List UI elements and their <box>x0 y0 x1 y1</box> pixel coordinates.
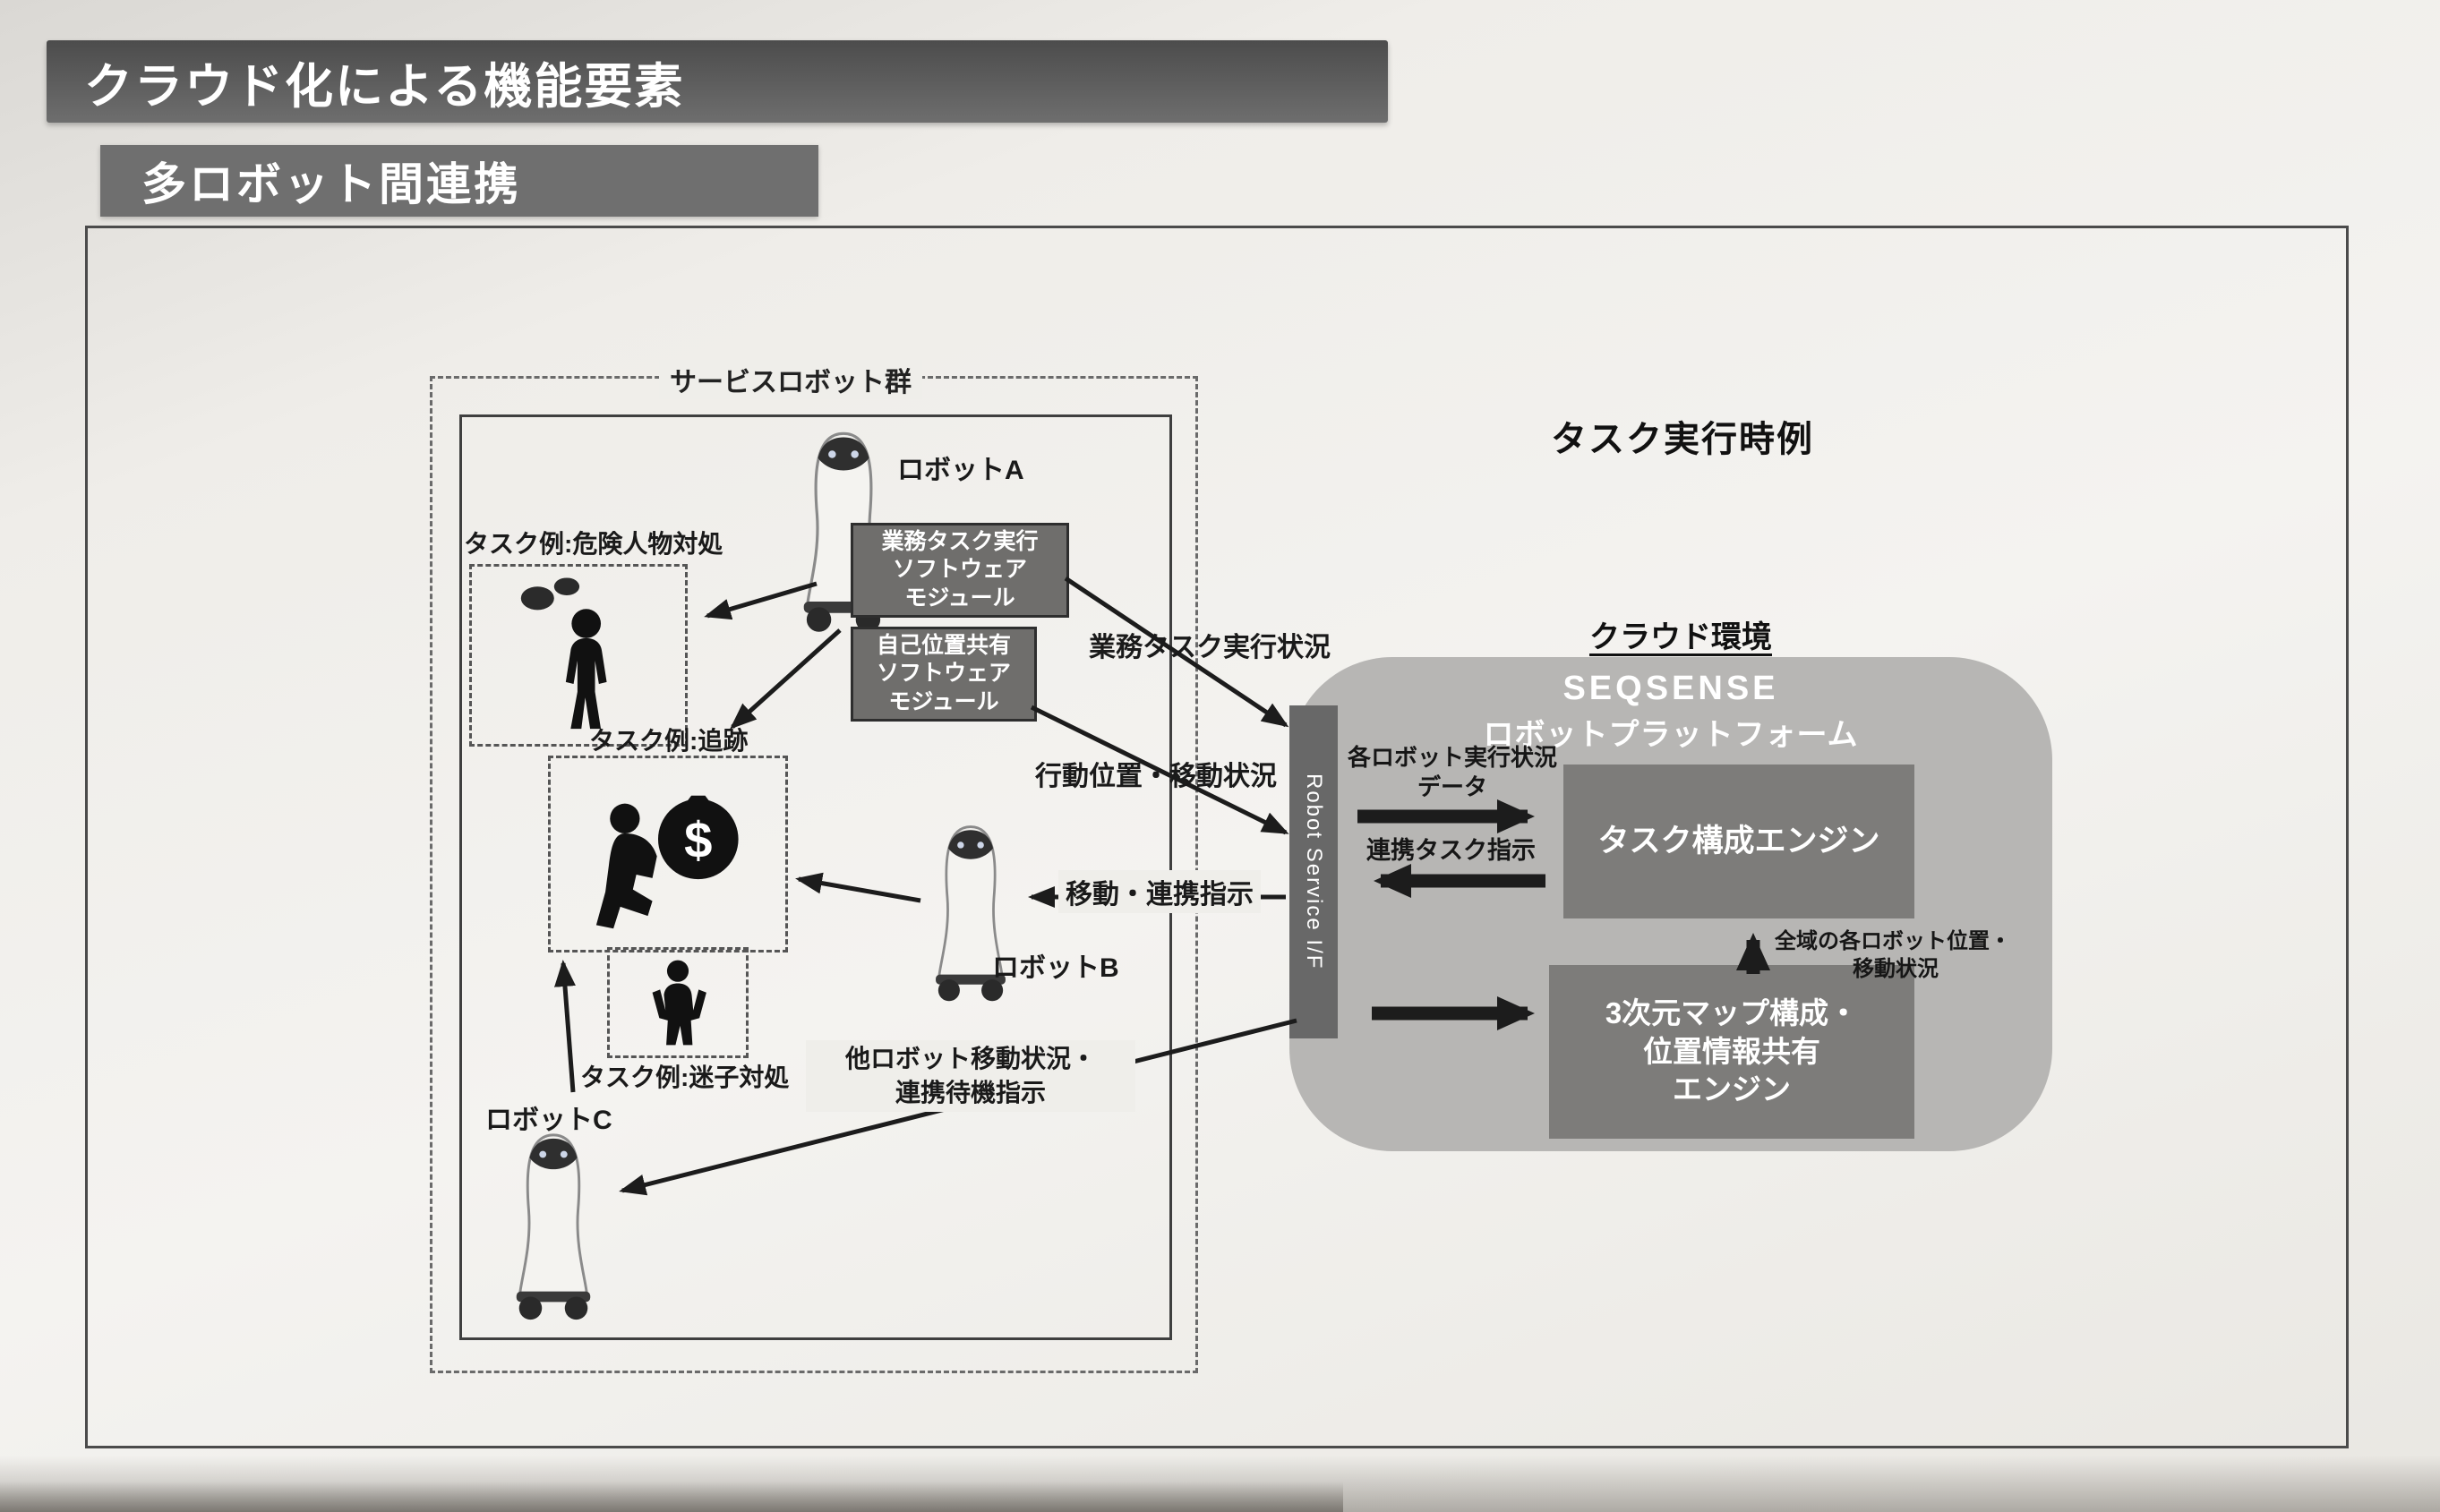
self-position-module-box: 自己位置共有 ソフトウェア モジュール <box>851 627 1037 722</box>
section-banner: 多ロボット間連携 <box>100 145 818 217</box>
module-line: モジュール <box>904 585 1015 611</box>
task-execution-heading: タスク実行時例 <box>1551 420 1814 459</box>
platform-name: ロボットプラットフォーム <box>1483 718 1859 752</box>
lost-child-icon <box>652 960 706 1046</box>
task-danger-label: タスク例:危険人物対処 <box>464 530 723 558</box>
task-chase-box: $ <box>548 756 788 952</box>
cloud-platform-title: SEQSENSE ロボットプラットフォーム <box>1289 670 2052 754</box>
section-title: 多ロボット間連携 <box>141 159 521 209</box>
engine-label: タスク構成エンジン <box>1597 824 1880 859</box>
cloud-arrow-line: 全域の各ロボット位置・ <box>1775 929 2011 953</box>
flow-label-other-robot: 他ロボット移動状況・ 連携待機指示 <box>806 1040 1135 1112</box>
robot-b-label: ロボットB <box>992 953 1119 983</box>
cloud-arrow-status-label: 各ロボット実行状況 データ <box>1345 743 1560 801</box>
robot-a-label: ロボットA <box>897 456 1024 485</box>
module-line: 自己位置共有 <box>876 633 1011 659</box>
robot-illustration <box>936 825 1006 1002</box>
brand-name: SEQSENSE <box>1562 670 1779 707</box>
diagram-frame <box>85 226 2349 1448</box>
module-line: ソフトウェア <box>892 557 1027 583</box>
map-engine-box: 3次元マップ構成・ 位置情報共有 エンジン <box>1549 965 1914 1139</box>
module-line: 業務タスク実行 <box>881 529 1039 555</box>
dangerous-person-icon <box>520 577 607 729</box>
cloud-environment-label: クラウド環境 <box>1589 620 1772 654</box>
flow-label-position-status: 行動位置・移動状況 <box>1035 762 1277 791</box>
cloud-arrow-order-label: 連携タスク指示 <box>1366 837 1536 864</box>
flow-label-move-order: 移動・連携指示 <box>1058 870 1261 913</box>
service-robot-group-label: サービスロボット群 <box>659 360 922 399</box>
robot-b-icon <box>920 822 1021 1004</box>
module-line: ソフトウェア <box>876 661 1011 687</box>
flow-label-task-status: 業務タスク実行状況 <box>1089 633 1331 662</box>
flow-label-line: 連携待機指示 <box>895 1078 1046 1106</box>
robot-c-icon <box>500 1130 607 1323</box>
slide-title-banner: クラウド化による機能要素 <box>47 40 1388 123</box>
flow-label-line: 他ロボット移動状況・ <box>844 1045 1096 1072</box>
robot-c-label: ロボットC <box>485 1106 612 1135</box>
task-danger-box <box>469 564 688 747</box>
photo-shadow <box>0 1456 2440 1512</box>
money-symbol: $ <box>684 812 712 868</box>
task-exec-module-box: 業務タスク実行 ソフトウェア モジュール <box>851 523 1069 618</box>
cloud-arrow-line: 各ロボット実行状況 <box>1347 744 1557 771</box>
task-composition-engine-box: タスク構成エンジン <box>1563 765 1914 918</box>
cloud-arrow-line: データ <box>1417 773 1487 800</box>
thief-icon: $ <box>595 795 739 929</box>
task-lost-box <box>607 947 749 1058</box>
task-chase-label: タスク例:追跡 <box>589 727 749 755</box>
robot-service-interface-label: Robot Service I/F <box>1302 773 1326 970</box>
robot-service-interface-bar: Robot Service I/F <box>1289 705 1338 1038</box>
slide-title: クラウド化による機能要素 <box>84 59 685 114</box>
engine-line: 位置情報共有 <box>1643 1034 1820 1068</box>
engine-line: 3次元マップ構成・ <box>1605 995 1859 1029</box>
module-line: モジュール <box>888 688 999 714</box>
photo-shadow-edge <box>0 1482 1343 1512</box>
cloud-arrow-line: 移動状況 <box>1853 957 1939 982</box>
robot-illustration <box>516 1133 591 1320</box>
engine-line: エンジン <box>1673 1072 1791 1106</box>
cloud-arrow-positions-label: 全域の各ロボット位置・ 移動状況 <box>1775 927 2016 983</box>
task-lost-label: タスク例:迷子対処 <box>580 1064 790 1091</box>
